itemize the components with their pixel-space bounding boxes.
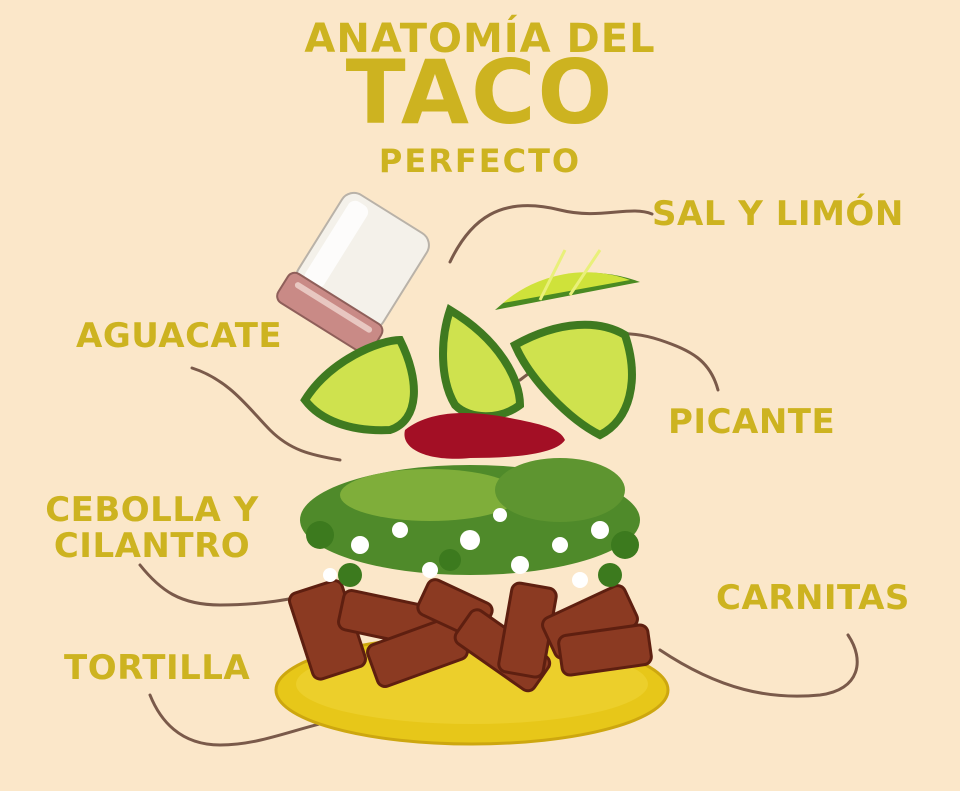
pointer-line-aguacate	[190, 366, 342, 462]
label-carnitas: CARNITAS	[716, 578, 910, 618]
title-line-1: ANATOMÍA DEL	[304, 16, 656, 62]
label-sal-limon: SAL Y LIMÓN	[652, 194, 904, 234]
carnitas-meat	[287, 578, 653, 693]
label-tortilla: TORTILLA	[64, 648, 251, 688]
salsa-splash	[404, 413, 565, 459]
pointer-line-sal-limon	[448, 204, 654, 264]
salt-shaker	[276, 191, 430, 355]
title-line-3: PERFECTO	[378, 142, 582, 180]
cebolla-cilantro-topping	[300, 458, 640, 588]
label-cebolla-cilantro: CEBOLLA Y CILANTRO	[45, 490, 259, 566]
label-picante: PICANTE	[668, 402, 836, 442]
lime-wedge	[495, 249, 640, 310]
label-aguacate: AGUACATE	[76, 316, 283, 356]
title-line-2: TACO	[345, 41, 615, 144]
pointer-line-carnitas	[658, 633, 859, 698]
